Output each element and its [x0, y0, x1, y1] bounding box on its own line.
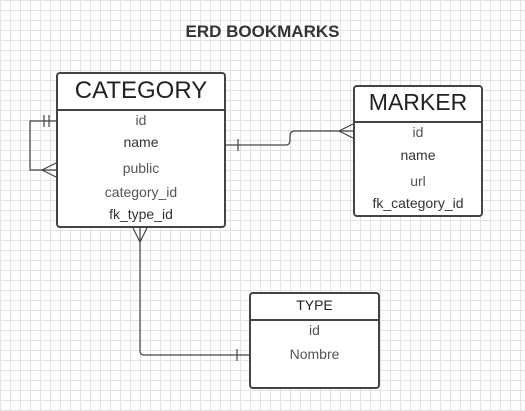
type-attr-id: id: [309, 322, 320, 338]
entity-category: CATEGORY id name public category_id fk_t…: [56, 72, 226, 228]
category-self-one-marker: [43, 115, 50, 127]
category-attr-name: name: [123, 134, 159, 150]
category-attr-public: public: [122, 160, 160, 176]
type-category-many-marker: [132, 227, 148, 243]
category-self-relationship: [29, 120, 56, 171]
entity-marker: MARKER id name url fk_category_id: [353, 85, 483, 217]
entity-category-title: CATEGORY: [58, 74, 224, 111]
type-category-relationship: [139, 228, 249, 356]
diagram-title: ERD BOOKMARKS: [185, 22, 340, 41]
entity-type-title: TYPE: [251, 294, 378, 321]
marker-attr-fk-category-id: fk_category_id: [372, 195, 464, 211]
category-attr-fk-type-id: fk_type_id: [109, 206, 173, 222]
category-attr-id: id: [135, 112, 147, 128]
category-marker-many-marker: [338, 123, 354, 139]
entity-type: TYPE id Nombre: [249, 292, 380, 389]
marker-attr-id: id: [412, 124, 424, 140]
category-attr-category-id: category_id: [104, 184, 178, 200]
category-marker-relationship: [226, 130, 353, 146]
type-attr-nombre: Nombre: [289, 346, 340, 362]
entity-marker-title: MARKER: [355, 87, 481, 123]
marker-attr-name: name: [400, 147, 436, 163]
category-self-many-marker: [41, 162, 57, 178]
marker-attr-url: url: [410, 173, 426, 189]
